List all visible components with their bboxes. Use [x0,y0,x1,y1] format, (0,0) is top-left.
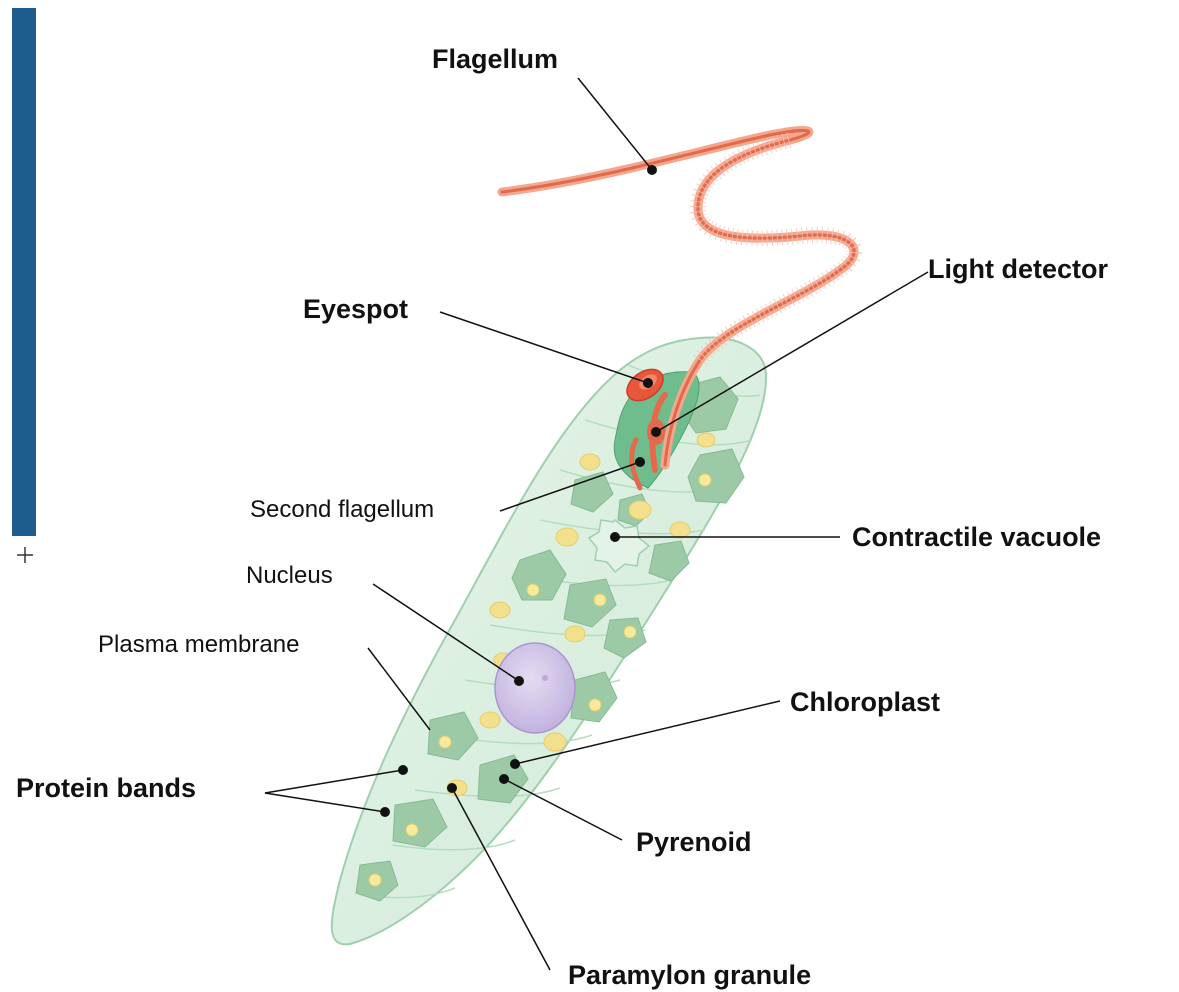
label-light-detector: Light detector [928,254,1108,284]
flagellum-strand [502,131,854,465]
label-plasma-membrane: Plasma membrane [98,631,299,658]
label-contractile-vacuole: Contractile vacuole [852,522,1101,552]
label-protein-bands: Protein bands [16,773,196,803]
label-pyrenoid: Pyrenoid [636,827,752,857]
label-chloroplast: Chloroplast [790,687,940,717]
label-eyespot: Eyespot [303,294,408,324]
nucleus [495,643,575,733]
label-nucleus: Nucleus [246,562,333,589]
label-second-flagellum: Second flagellum [250,496,434,523]
label-paramylon-granule: Paramylon granule [568,960,811,990]
label-flagellum: Flagellum [432,44,558,74]
